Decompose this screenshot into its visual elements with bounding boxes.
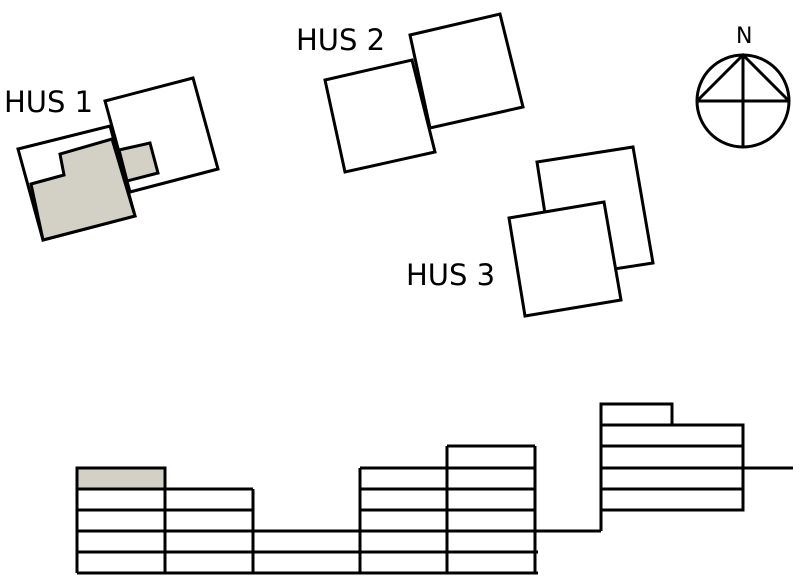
- hus-1-plan: HUS 1: [4, 76, 220, 242]
- hus-2-label: HUS 2: [296, 23, 385, 57]
- hus-1-highlighted-annex: [117, 141, 160, 183]
- hus-1-highlighted-area: [29, 137, 137, 242]
- north-arrow-icon: N: [695, 24, 791, 149]
- hus-2-block-right: [408, 12, 525, 130]
- elevation-highlighted-floor: [75, 466, 167, 491]
- hus-3-plan: HUS 3: [406, 145, 655, 318]
- hus-1-label: HUS 1: [4, 85, 93, 119]
- hus-2-block-left: [323, 58, 437, 174]
- hus-3-label: HUS 3: [406, 258, 495, 292]
- hus-2-plan: HUS 2: [296, 12, 525, 174]
- hus-3-block-front: [507, 200, 623, 318]
- elevation-section: [75, 402, 793, 575]
- north-label: N: [736, 24, 752, 49]
